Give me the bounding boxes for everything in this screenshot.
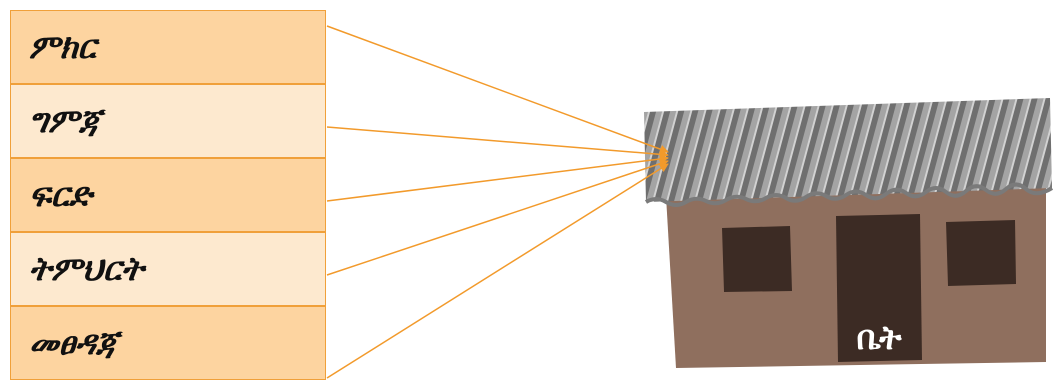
term-label: መፀዳጃ: [29, 323, 118, 363]
house-roof: [644, 98, 1052, 202]
house-label: ቤት: [836, 318, 922, 358]
right-window: [946, 220, 1016, 286]
term-row: ትምህርት: [10, 232, 326, 306]
term-row: ግምጃ: [10, 84, 326, 158]
connector-arrow: [327, 164, 668, 378]
term-row: ፍርድ: [10, 158, 326, 232]
connector-arrow: [327, 161, 668, 275]
connector-arrow: [327, 26, 668, 152]
term-label: ግምጃ: [29, 101, 101, 141]
term-label: ፍርድ: [29, 175, 92, 215]
term-label: ትምህርት: [29, 249, 143, 289]
connector-arrow: [327, 158, 668, 201]
arrows: [327, 26, 668, 378]
term-row: ምክር: [10, 10, 326, 84]
left-window: [722, 226, 792, 292]
term-row: መፀዳጃ: [10, 306, 326, 380]
connector-arrow: [327, 127, 668, 155]
term-label: ምክር: [29, 27, 96, 67]
